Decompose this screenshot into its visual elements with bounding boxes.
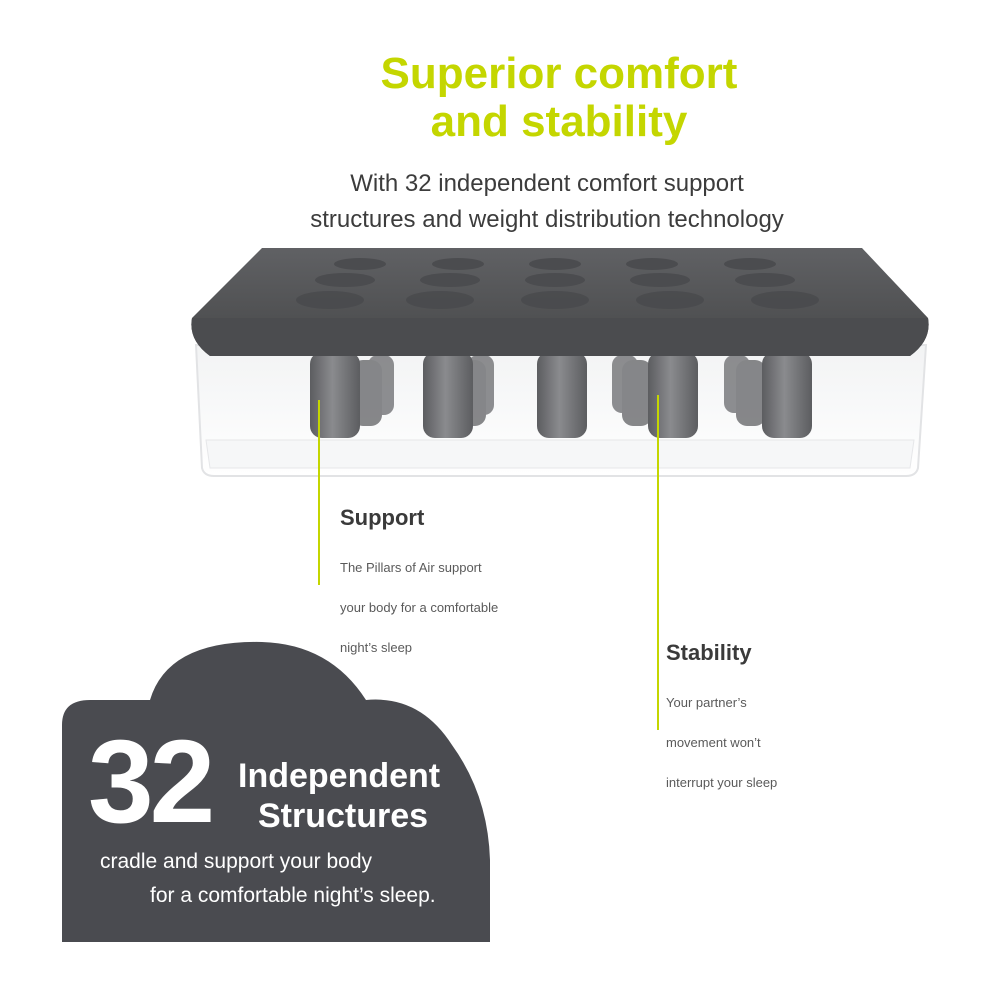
mattress-dimples xyxy=(296,258,819,309)
pillar-5 xyxy=(762,352,812,438)
headline-line-1: Superior comfort xyxy=(380,49,738,98)
support-line-1: The Pillars of Air support xyxy=(340,560,482,575)
badge-line-2: for a comfortable night’s sleep. xyxy=(150,884,436,907)
subheadline-line-2: structures and weight distribution techn… xyxy=(310,206,784,233)
badge-line-1: cradle and support your body xyxy=(100,850,373,873)
support-line-2: your body for a comfortable xyxy=(340,600,499,615)
support-description: The Pillars of Air support your body for… xyxy=(340,538,498,678)
pillar-4 xyxy=(648,352,698,438)
badge-number: 32 xyxy=(88,716,215,848)
support-title: Support xyxy=(340,505,425,530)
support-line-3: night’s sleep xyxy=(340,640,413,655)
subheadline-line-1: With 32 independent comfort support xyxy=(350,170,744,197)
stability-line-1: Your partner’s xyxy=(666,695,747,710)
pillar-2 xyxy=(423,352,473,438)
pillar-1 xyxy=(310,352,360,438)
mattress-base-floor xyxy=(205,439,915,469)
badge-word-1: Independent xyxy=(238,757,441,795)
pillar-3 xyxy=(537,352,587,438)
front-pillars xyxy=(310,352,812,438)
headline-line-2: and stability xyxy=(430,97,688,146)
badge-word-2: Structures xyxy=(258,797,429,835)
stability-title: Stability xyxy=(666,640,752,665)
stability-line-2: movement won’t xyxy=(666,735,761,750)
cloud-badge-shape xyxy=(62,641,490,942)
subheadline: With 32 independent comfort support stru… xyxy=(0,166,1000,238)
stability-description: Your partner’s movement won’t interrupt … xyxy=(666,673,777,813)
headline: Superior comfort and stability xyxy=(0,50,1000,146)
stability-line-3: interrupt your sleep xyxy=(666,775,778,790)
